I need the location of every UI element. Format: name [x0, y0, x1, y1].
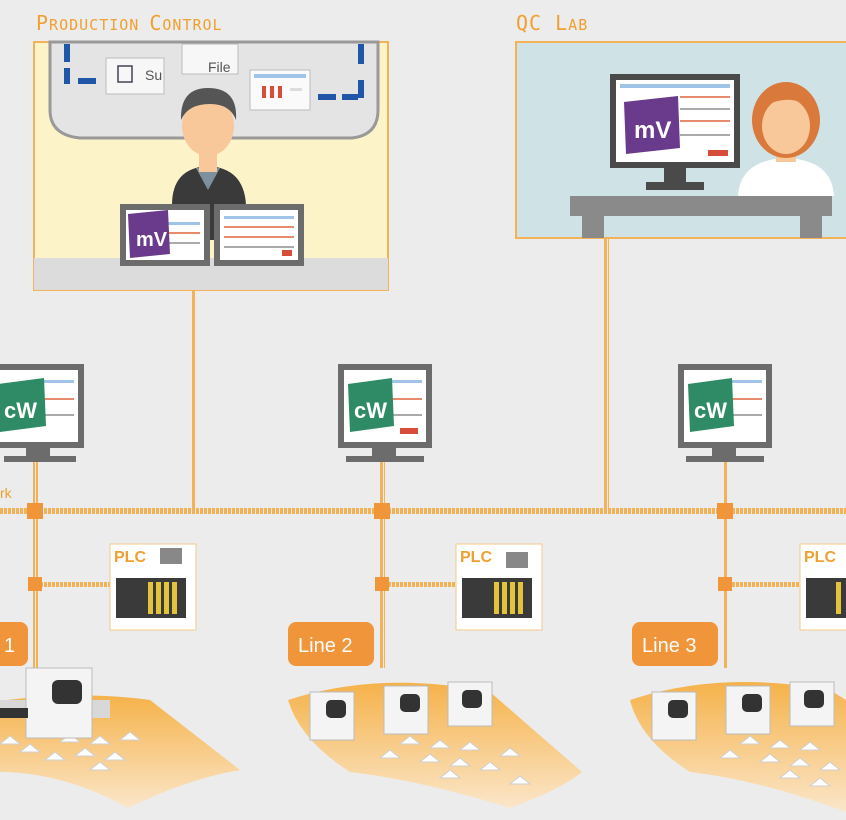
- svg-text:Line 2: Line 2: [298, 635, 353, 657]
- conveyor-line-3: [630, 681, 846, 812]
- conveyor-line-2: [288, 681, 582, 808]
- qc-technician-person-icon: [738, 82, 834, 196]
- svg-text:PLC: PLC: [460, 549, 492, 566]
- plc-unit-1: PLC: [109, 543, 197, 631]
- network-cabling: [0, 238, 846, 668]
- svg-text:cW: cW: [694, 398, 727, 423]
- file-window: File: [181, 43, 239, 75]
- svg-text:File: File: [208, 59, 231, 75]
- svg-text:1: 1: [4, 635, 15, 657]
- desk-monitor-mv: mV: [120, 204, 210, 266]
- line-monitor-cw-2: cW: [338, 364, 432, 462]
- line-label-2: Line 2: [288, 622, 374, 666]
- line-monitor-cw-3: cW: [678, 364, 772, 462]
- network-label: rk: [0, 485, 13, 501]
- production-control-title: PRODUCTION CONTROL: [36, 11, 223, 35]
- svg-text:cW: cW: [4, 398, 37, 423]
- qc-lab-room: mV: [515, 41, 846, 239]
- svg-text:mV: mV: [634, 117, 671, 144]
- production-control-room: Su File: [33, 40, 389, 291]
- plc-unit-2: PLC: [455, 543, 543, 631]
- line-label-3: Line 3: [632, 622, 718, 666]
- svg-text:Su: Su: [145, 67, 162, 83]
- qc-lab-title: QC LAB: [516, 11, 588, 35]
- network-junction-nodes: [27, 503, 733, 591]
- line-label-1: 1: [0, 622, 28, 666]
- small-app-window: [249, 69, 311, 111]
- svg-text:cW: cW: [354, 398, 387, 423]
- desk-monitor-data: [214, 204, 304, 266]
- svg-text:mV: mV: [136, 229, 168, 251]
- svg-text:Line 3: Line 3: [642, 635, 697, 657]
- svg-text:PLC: PLC: [114, 549, 146, 566]
- svg-text:PLC: PLC: [804, 549, 836, 566]
- qc-monitor-mv: mV: [610, 74, 740, 190]
- plc-unit-3: PLC: [799, 543, 846, 631]
- conveyor-line-1: [0, 667, 240, 808]
- line-monitor-cw-1: cW: [0, 364, 84, 462]
- su-window: Su: [105, 57, 165, 95]
